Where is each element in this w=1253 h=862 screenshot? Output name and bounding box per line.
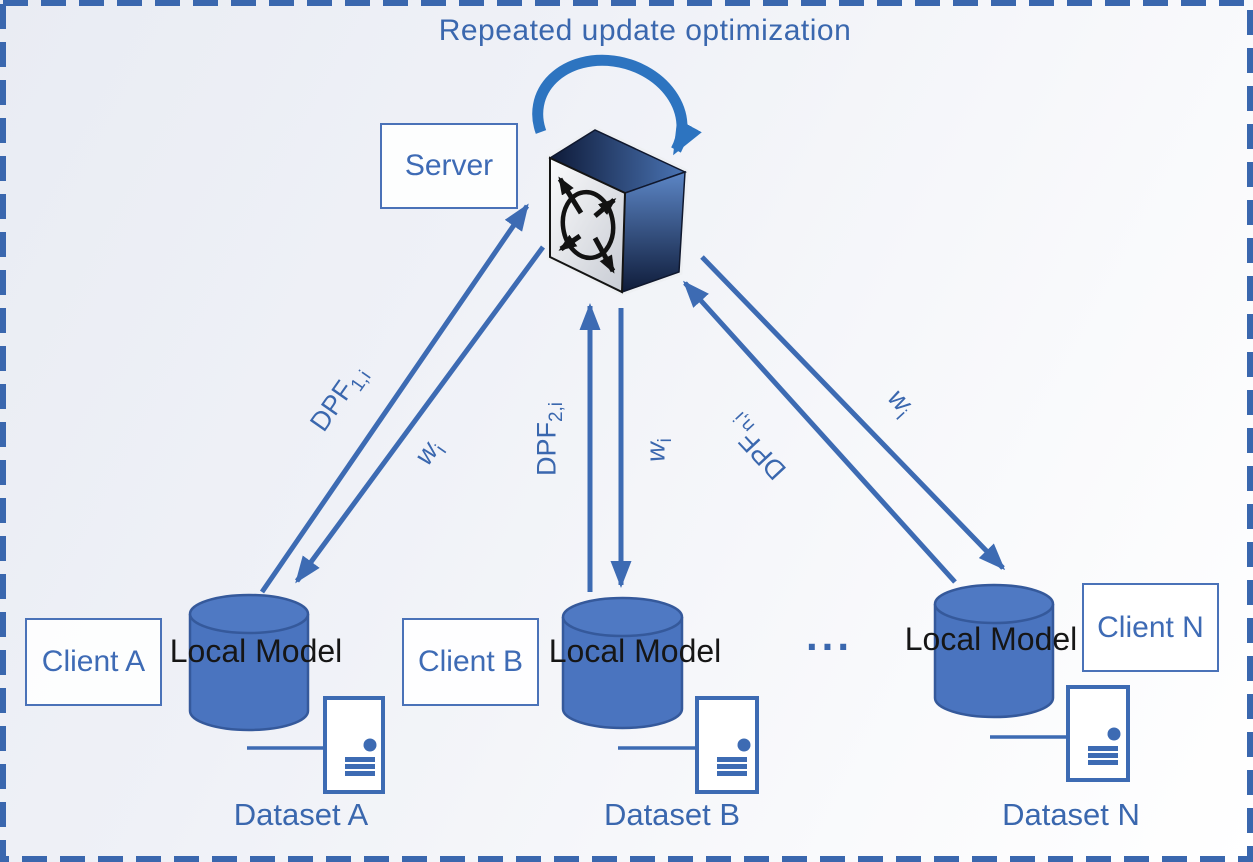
dataset-icon-b xyxy=(618,696,759,794)
dataset-label-b: Dataset B xyxy=(603,797,741,832)
dataset-label-a: Dataset A xyxy=(233,797,369,832)
download-arrow-client-a xyxy=(294,245,546,584)
local-model-cylinder-b xyxy=(561,596,684,730)
download-label-client-b: wi xyxy=(640,438,676,462)
local-model-label-a: Local Model xyxy=(169,633,343,669)
upload-arrow-client-a xyxy=(259,203,530,594)
upload-arrow-client-n xyxy=(682,280,957,584)
download-arrow-client-n xyxy=(700,255,1006,571)
client-b-label: Client B xyxy=(417,645,524,678)
upload-label-client-b: DPF2,i xyxy=(531,401,567,477)
dataset-label-n: Dataset N xyxy=(1002,797,1140,832)
client-a-label: Client A xyxy=(41,645,146,678)
sync-emblem-icon xyxy=(557,176,617,274)
repeat-loop-arrow-icon xyxy=(532,54,702,156)
clients-ellipsis: ... xyxy=(806,612,854,659)
local-model-cylinder-n xyxy=(933,583,1055,719)
diagram-title: Repeated update optimization xyxy=(438,14,852,47)
server-icon xyxy=(546,126,689,296)
dataset-icon-n xyxy=(990,685,1130,782)
dataset-icon-a xyxy=(247,696,385,794)
client-b-box: Client B xyxy=(402,618,539,706)
client-n-label: Client N xyxy=(1097,610,1204,644)
client-n-box: Client N xyxy=(1082,583,1219,672)
client-a-box: Client A xyxy=(25,618,162,706)
server-label: Server xyxy=(404,149,494,182)
local-model-cylinder-a xyxy=(188,593,310,732)
local-model-label-b: Local Model xyxy=(548,633,722,669)
local-model-label-n: Local Model xyxy=(904,621,1078,657)
server-label-box: Server xyxy=(380,123,518,209)
